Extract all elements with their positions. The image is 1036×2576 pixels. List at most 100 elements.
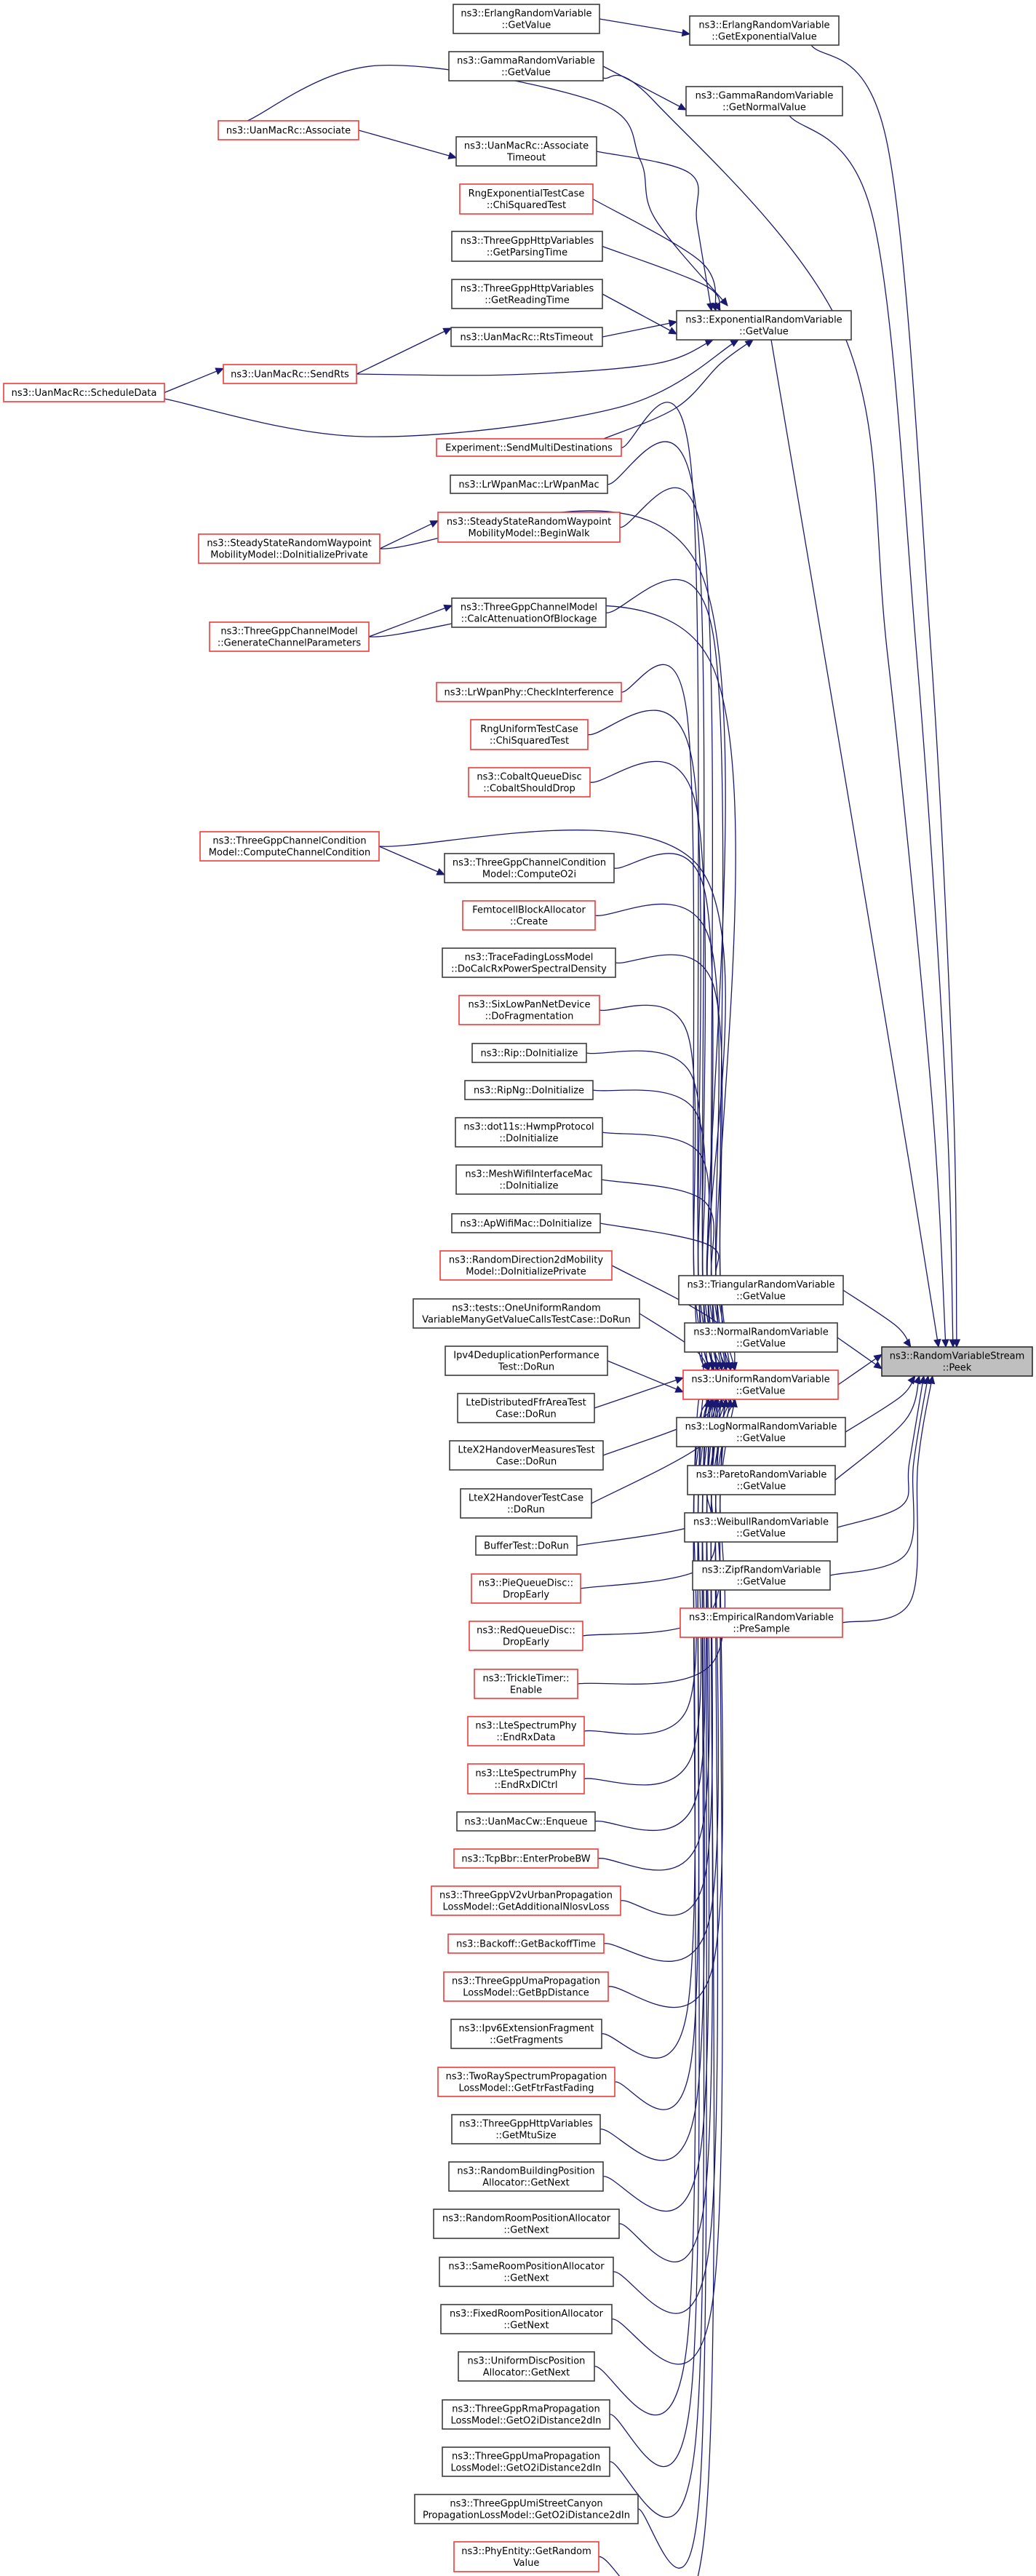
node-trickle[interactable]: ns3::TrickleTimer::Enable bbox=[474, 1669, 578, 1699]
node-exp-getvalue[interactable]: ns3::ExponentialRandomVariable::GetValue bbox=[676, 310, 852, 341]
node-rng-uniform-chisq[interactable]: RngUniformTestCase::ChiSquaredTest bbox=[470, 719, 589, 750]
node-label-line: ns3::TriangularRandomVariable bbox=[687, 1280, 834, 1291]
node-pie[interactable]: ns3::PieQueueDisc::DropEarly bbox=[471, 1573, 581, 1604]
node-empirical-presample[interactable]: ns3::EmpiricalRandomVariable::PreSample bbox=[680, 1607, 843, 1638]
node-uma-o2i[interactable]: ns3::ThreeGppUmaPropagationLossModel::Ge… bbox=[442, 2446, 610, 2477]
node-tgpp-computeo2i[interactable]: ns3::ThreeGppChannelConditionModel::Comp… bbox=[444, 853, 615, 883]
node-box bbox=[431, 1885, 621, 1916]
node-sixlowpan[interactable]: ns3::SixLowPanNetDevice::DoFragmentation bbox=[458, 995, 600, 1025]
node-red[interactable]: ns3::RedQueueDisc::DropEarly bbox=[469, 1621, 583, 1651]
node-label-line: ::GetValue bbox=[736, 1339, 786, 1350]
node-box bbox=[439, 1250, 613, 1281]
node-gamma-getvalue[interactable]: ns3::GammaRandomVariable::GetValue bbox=[448, 51, 604, 82]
node-lrwpanphy-check[interactable]: ns3::LrWpanPhy::CheckInterference bbox=[436, 682, 622, 702]
node-femtocell[interactable]: FemtocellBlockAllocator::Create bbox=[462, 900, 596, 931]
node-label-line: ns3::SameRoomPositionAllocator bbox=[448, 2262, 605, 2273]
node-peek[interactable]: ns3::RandomVariableStream::Peek bbox=[881, 1346, 1033, 1377]
arrowhead-tgpp_calcatt bbox=[443, 604, 453, 612]
node-box bbox=[199, 831, 380, 862]
node-uanmaccw[interactable]: ns3::UanMacCw::Enqueue bbox=[456, 1811, 596, 1832]
arrowhead-uan_sendrts bbox=[215, 367, 225, 375]
node-buffertest[interactable]: BufferTest::DoRun bbox=[475, 1535, 578, 1556]
node-http-mtu[interactable]: ns3::ThreeGppHttpVariables::GetMtuSize bbox=[451, 2114, 601, 2144]
node-hwmp[interactable]: ns3::dot11s::HwmpProtocol::DoInitialize bbox=[455, 1117, 603, 1148]
node-pareto-getvalue[interactable]: ns3::ParetoRandomVariable::GetValue bbox=[687, 1465, 836, 1495]
node-uan-sendrts[interactable]: ns3::UanMacRc::SendRts bbox=[223, 364, 357, 384]
arrowhead-peek bbox=[873, 1353, 883, 1362]
node-weibull-getvalue[interactable]: ns3::WeibullRandomVariable::GetValue bbox=[684, 1512, 838, 1543]
node-sameroom[interactable]: ns3::SameRoomPositionAllocator::GetNext bbox=[439, 2257, 614, 2287]
node-label-line: ::CobaltShouldDrop bbox=[483, 784, 575, 795]
node-normal-getvalue[interactable]: ns3::NormalRandomVariable::GetValue bbox=[684, 1322, 838, 1353]
node-uma-bp[interactable]: ns3::ThreeGppUmaPropagationLossModel::Ge… bbox=[443, 1971, 609, 2002]
node-lognormal-getvalue[interactable]: ns3::LogNormalRandomVariable::GetValue bbox=[676, 1417, 846, 1447]
node-gamma-getnormal[interactable]: ns3::GammaRandomVariable::GetNormalValue bbox=[685, 86, 843, 116]
node-tworay[interactable]: ns3::TwoRaySpectrumPropagationLossModel:… bbox=[437, 2067, 615, 2097]
node-randdir2d[interactable]: ns3::RandomDirection2dMobilityModel::DoI… bbox=[439, 1250, 613, 1281]
node-box bbox=[450, 474, 608, 494]
node-box bbox=[437, 2067, 615, 2097]
node-ssrwp-beginwalk[interactable]: ns3::SteadyStateRandomWaypointMobilityMo… bbox=[437, 512, 621, 543]
node-http-parsing[interactable]: ns3::ThreeGppHttpVariables::GetParsingTi… bbox=[451, 231, 603, 262]
node-tgpp-computecc[interactable]: ns3::ThreeGppChannelConditionModel::Comp… bbox=[199, 831, 380, 862]
node-erlang-getexp[interactable]: ns3::ErlangRandomVariable::GetExponentia… bbox=[689, 15, 840, 46]
node-lrwpanmac[interactable]: ns3::LrWpanMac::LrWpanMac bbox=[450, 474, 608, 494]
node-uan-rtstimeout[interactable]: ns3::UanMacRc::RtsTimeout bbox=[450, 327, 603, 347]
node-label-line: ::EndRxDlCtrl bbox=[495, 1780, 558, 1791]
node-backoff[interactable]: ns3::Backoff::GetBackoffTime bbox=[447, 1933, 605, 1954]
node-ssrwp-doinit[interactable]: ns3::SteadyStateRandomWaypointMobilityMo… bbox=[198, 533, 380, 564]
node-uan-associate[interactable]: ns3::UanMacRc::Associate bbox=[218, 120, 359, 140]
node-ltex2handover[interactable]: LteX2HandoverTestCase::DoRun bbox=[460, 1488, 592, 1519]
node-zipf-getvalue[interactable]: ns3::ZipfRandomVariable::GetValue bbox=[692, 1560, 831, 1591]
node-apwifi[interactable]: ns3::ApWifiMac::DoInitialize bbox=[451, 1213, 601, 1233]
node-label-line: ns3::UanMacRc::RtsTimeout bbox=[460, 333, 593, 343]
node-label-line: ns3::TwoRaySpectrumPropagation bbox=[446, 2072, 607, 2083]
node-uan-scheduledata[interactable]: ns3::UanMacRc::ScheduleData bbox=[3, 383, 165, 402]
node-meshwifi[interactable]: ns3::MeshWifiInterfaceMac::DoInitialize bbox=[455, 1164, 602, 1195]
node-randbuilding[interactable]: ns3::RandomBuildingPositionAllocator::Ge… bbox=[448, 2161, 604, 2192]
node-label-line: ::GetReadingTime bbox=[485, 295, 570, 306]
node-label-line: ::GetValue bbox=[737, 1482, 786, 1492]
node-cobalt[interactable]: ns3::CobaltQueueDisc::CobaltShouldDrop bbox=[468, 767, 591, 798]
node-box bbox=[436, 682, 622, 702]
node-rng-exp-chisq[interactable]: RngExponentialTestCase::ChiSquaredTest bbox=[459, 183, 594, 215]
node-ipv6frag[interactable]: ns3::Ipv6ExtensionFragment::GetFragments bbox=[450, 2019, 602, 2049]
node-uniformdisc[interactable]: ns3::UniformDiscPositionAllocator::GetNe… bbox=[458, 2351, 595, 2382]
node-tcpbbr[interactable]: ns3::TcpBbr::EnterProbeBW bbox=[453, 1848, 599, 1869]
node-oneuniform[interactable]: ns3::tests::OneUniformRandomVariableMany… bbox=[413, 1298, 640, 1329]
node-box bbox=[442, 2399, 610, 2430]
node-tgpp-genparams[interactable]: ns3::ThreeGppChannelModel::GenerateChann… bbox=[209, 621, 370, 652]
node-ripng[interactable]: ns3::RipNg::DoInitialize bbox=[464, 1080, 594, 1100]
node-umi-o2i[interactable]: ns3::ThreeGppUmiStreetCanyonPropagationL… bbox=[414, 2494, 639, 2524]
node-uniform-getvalue[interactable]: ns3::UniformRandomVariable::GetValue bbox=[682, 1370, 839, 1400]
edge-ssrwp_doinit-to-ssrwp_beginwalk bbox=[379, 520, 439, 549]
node-v2vurban[interactable]: ns3::ThreeGppV2vUrbanPropagationLossMode… bbox=[431, 1885, 621, 1916]
node-tracefading[interactable]: ns3::TraceFadingLossModel::DoCalcRxPower… bbox=[442, 947, 616, 978]
node-label-line: ns3::LteSpectrumPhy bbox=[475, 1721, 576, 1732]
node-fixedroom[interactable]: ns3::FixedRoomPositionAllocator::GetNext bbox=[440, 2304, 613, 2334]
node-rip[interactable]: ns3::Rip::DoInitialize bbox=[471, 1043, 587, 1063]
node-label-line: ns3::CobaltQueueDisc bbox=[477, 772, 581, 783]
node-label-line: Experiment::SendMultiDestinations bbox=[445, 443, 613, 454]
node-lte-endrxdlctrl[interactable]: ns3::LteSpectrumPhy::EndRxDlCtrl bbox=[467, 1763, 585, 1794]
node-erlang-getvalue[interactable]: ns3::ErlangRandomVariable::GetValue bbox=[453, 4, 600, 34]
node-randroom[interactable]: ns3::RandomRoomPositionAllocator::GetNex… bbox=[433, 2209, 620, 2239]
node-lte-endrxdata[interactable]: ns3::LteSpectrumPhy::EndRxData bbox=[467, 1716, 585, 1746]
node-http-reading[interactable]: ns3::ThreeGppHttpVariables::GetReadingTi… bbox=[451, 279, 603, 309]
node-label-line: ns3::ErlangRandomVariable bbox=[461, 9, 591, 20]
node-rma-o2i[interactable]: ns3::ThreeGppRmaPropagationLossModel::Ge… bbox=[442, 2399, 610, 2430]
node-tri-getvalue[interactable]: ns3::TriangularRandomVariable::GetValue bbox=[678, 1275, 844, 1305]
node-label-line: Case::DoRun bbox=[495, 1410, 556, 1420]
node-label-line: MobilityModel::BeginWalk bbox=[469, 528, 590, 539]
node-tgpp-calcatt[interactable]: ns3::ThreeGppChannelModel::CalcAttenuati… bbox=[451, 597, 607, 628]
node-label-line: ::PreSample bbox=[733, 1624, 789, 1635]
arrowhead-exp_getvalue bbox=[668, 319, 678, 327]
arrowhead-uan_associate_timeout bbox=[447, 151, 458, 159]
node-experiment-send[interactable]: Experiment::SendMultiDestinations bbox=[436, 438, 622, 457]
node-label-line: ns3::WeibullRandomVariable bbox=[693, 1517, 829, 1528]
